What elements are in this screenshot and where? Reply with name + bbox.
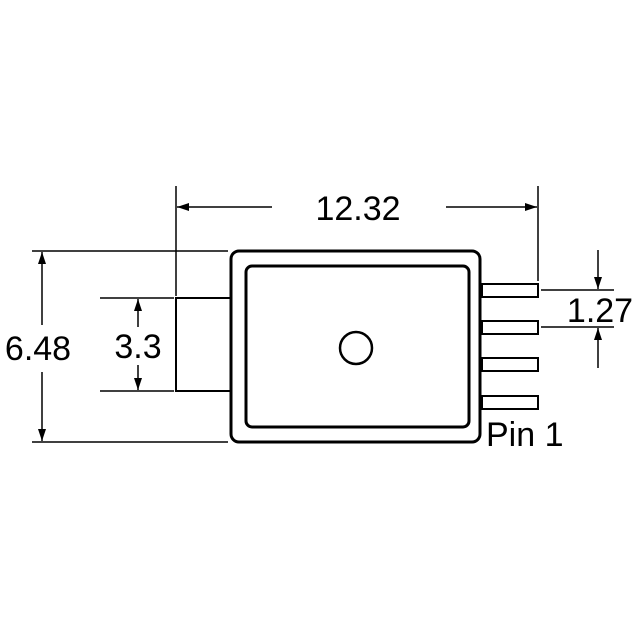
- pressure-port: [175, 297, 232, 392]
- package-body: [229, 249, 482, 444]
- width-dimension-label: 12.32: [315, 190, 400, 228]
- pin-3: [481, 320, 539, 335]
- pin-2: [481, 357, 539, 372]
- port-hole-circle: [338, 330, 374, 366]
- pin-4: [481, 283, 539, 298]
- port-height-dimension: 3.3: [100, 297, 174, 392]
- port-height-label: 3.3: [114, 328, 161, 366]
- height-dimension: 6.48: [5, 250, 228, 443]
- height-dimension-label: 6.48: [5, 330, 71, 368]
- pin-pitch-dimension: 1.27: [541, 250, 633, 368]
- pin-1: [481, 395, 539, 410]
- pin1-label: Pin 1: [486, 416, 564, 454]
- pins: [481, 283, 539, 410]
- inner-body-outline: [244, 264, 471, 429]
- outer-body-outline: [229, 249, 482, 444]
- width-dimension: 12.32: [175, 186, 539, 296]
- pin-pitch-label: 1.27: [567, 292, 633, 330]
